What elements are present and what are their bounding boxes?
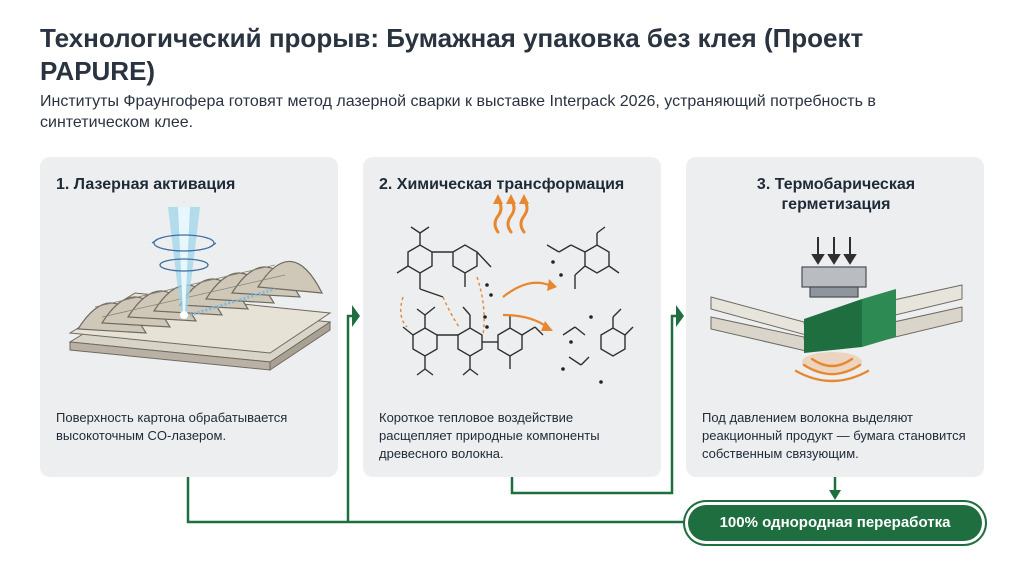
page-title: Технологический прорыв: Бумажная упаковк… [40,23,864,86]
molecular-structure-icon [396,194,634,384]
step-description: Короткое тепловое воздействие расщепляет… [379,410,600,461]
step-title: 1. Лазерная активация [56,176,236,193]
step-description: Поверхность картона обрабатывается высок… [56,410,288,443]
page-subtitle: Институты Фраунгофера готовят метод лазе… [40,93,876,131]
step-card-thermobaric-sealing: 3. Термобарическая герметизация Под давл… [686,157,984,477]
laser-corrugated-cardboard-icon [68,207,332,371]
step-title: 3. Термобарическая герметизация [756,176,916,213]
recycling-result-badge: 100% однородная переработка [688,505,982,541]
step-title: 2. Химическая трансформация [379,176,625,193]
step-card-laser-activation: 1. Лазерная активация Повер [40,157,338,477]
step-description: Под давлением волокна выделяют реакционн… [702,410,966,461]
heat-press-seal-icon [710,237,963,383]
step-card-chemical-transformation: 2. Химическая трансформация [363,157,661,477]
